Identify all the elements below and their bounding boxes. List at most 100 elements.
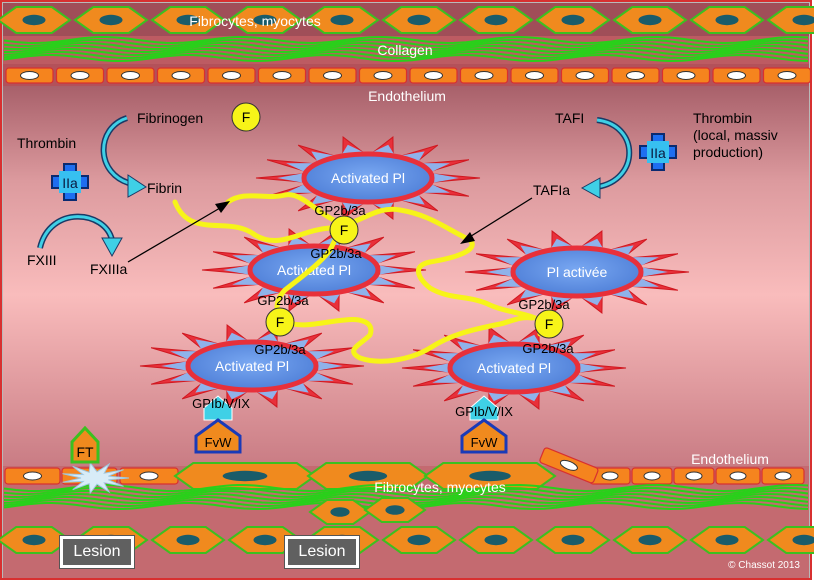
platelet-spike-inner (257, 286, 283, 297)
lesion-box-right: Lesion (284, 535, 360, 569)
endothelial-nucleus (23, 471, 42, 481)
tissue-factor-shape (70, 425, 100, 464)
top-fibrocyte-cell-nucleus (176, 14, 200, 26)
platelet-body (185, 339, 319, 393)
endothelial-nucleus (20, 71, 39, 80)
top-fibrocyte-cell-nucleus (638, 14, 662, 26)
collagen-fibers-top (3, 35, 809, 63)
factor-f-label: F (545, 316, 554, 332)
platelet-spike-inner (283, 382, 309, 393)
tafi-label: TAFI (555, 110, 584, 126)
arrow-tafi-head (580, 177, 601, 199)
exposed-subendothelial-cell-nucleus (348, 470, 388, 482)
platelet-spike-inner (195, 382, 221, 393)
endothelial-nucleus (222, 71, 241, 80)
bottom-fibrocyte-cell-nucleus (638, 534, 662, 546)
platelet-spike-inner (422, 184, 450, 193)
bottom-fibrocyte-cell-nucleus (561, 534, 585, 546)
platelet-body (247, 243, 381, 297)
platelet-body (301, 151, 435, 205)
top-fibrocyte-cell-nucleus (22, 14, 46, 26)
endothelium-top-label: Endothelium (368, 88, 446, 104)
collagen-fiber (3, 38, 809, 48)
thrombin-right-label: production) (693, 144, 763, 160)
fxiii-label: FXIII (27, 252, 57, 268)
factor-f-label: F (276, 314, 285, 330)
gp2b3a-label: GP2b/3a (314, 203, 366, 218)
platelet-spike-inner (161, 361, 186, 371)
endothelial-nucleus (272, 71, 292, 80)
platelet-spike-inner (631, 257, 659, 266)
platelet-spike-inner (608, 245, 634, 256)
platelet-spike-inner (568, 353, 596, 362)
platelet-spike-inner (423, 363, 448, 373)
platelet-spike-inner (368, 255, 396, 264)
top-fibrocyte-cell-nucleus (330, 14, 354, 26)
endothelial-nucleus (474, 71, 494, 80)
vwf-factor (460, 418, 508, 454)
gpib-receptor (469, 395, 499, 421)
fibrinogen-label: Fibrinogen (137, 110, 203, 126)
platelet-spike-inner (568, 374, 596, 383)
tissue-factor-group: FT (62, 425, 130, 495)
endothelial-nucleus (139, 471, 159, 481)
factor-f-circle (231, 102, 261, 132)
pointer-tafia-head (460, 232, 475, 244)
collagen-fiber (3, 41, 809, 51)
platelet-spike-inner (580, 363, 605, 373)
collagen-fiber (3, 53, 809, 63)
platelet-spike-inner (399, 151, 425, 162)
top-fibrocyte-cell (766, 6, 814, 34)
platelet-spike-inner (457, 384, 483, 395)
bottom-fibrocyte-cell-nucleus (385, 505, 405, 515)
platelet-label: Pl activée (547, 264, 608, 280)
endothelial-nucleus (575, 71, 595, 80)
endothelial-nucleus (727, 71, 746, 80)
platelet-bottom-left: Activated Pl (139, 324, 365, 408)
platelet-spike-inner (643, 267, 668, 277)
platelet-spike-inner (495, 257, 523, 266)
platelet-label: Activated Pl (277, 262, 351, 278)
thrombin-cross-center (59, 171, 81, 193)
lesion-box-left: Lesion (59, 535, 135, 569)
platelet-middle-right: Pl activée (464, 230, 690, 314)
bottom-fibrocyte-cell-nucleus (22, 534, 46, 546)
platelet-spike-inner (495, 278, 523, 287)
bottom-fibrocyte-cell-nucleus (176, 534, 200, 546)
platelet-spike-inner (223, 265, 248, 275)
platelet-spike-inner (232, 255, 260, 264)
collagen-fiber (3, 50, 809, 60)
thrombin-left-label: Thrombin (17, 135, 76, 151)
gp2b3a-label: GP2b/3a (522, 341, 574, 356)
top-fibrocyte-cell-nucleus (99, 14, 123, 26)
platelet-spike-inner (311, 151, 337, 162)
top-fibrocyte-cell-nucleus (253, 14, 277, 26)
bottom-fibrocyte-cell (766, 526, 814, 554)
vwf-label: FvW (471, 435, 498, 450)
factor-f-circle (534, 309, 564, 339)
gp2b3a-label: GP2b/3a (254, 342, 306, 357)
platelet-spike-inner (306, 351, 334, 360)
platelet-spike-inner (399, 194, 425, 205)
platelet-body (447, 341, 581, 395)
platelet-spike-inner (457, 341, 483, 352)
platelet-spike-inner (432, 374, 460, 383)
label-layer: Fibrocytes, myocytesCollagenEndotheliumE… (17, 13, 800, 571)
endothelial-nucleus (601, 471, 619, 481)
lesion-label-left: Lesion (73, 543, 121, 560)
thrombin-right-icon: IIa (639, 133, 677, 171)
endothelial-nucleus (171, 71, 191, 80)
collagen-fiber (3, 35, 809, 45)
platelet-spike-inner (345, 286, 371, 297)
bottom-fibrocyte-cell-nucleus (484, 534, 508, 546)
platelet-spike-inner (422, 163, 450, 172)
thrombin-cross-center (647, 141, 669, 163)
platelet-spike-inner (306, 372, 334, 381)
bottom-fibrocyte-cell-nucleus (253, 534, 277, 546)
gp2b3a-label: GP2b/3a (310, 246, 362, 261)
collagen-fiber (4, 44, 809, 54)
top-fibrocyte-cell-nucleus (484, 14, 508, 26)
arrow-fxiii-head (101, 237, 123, 258)
